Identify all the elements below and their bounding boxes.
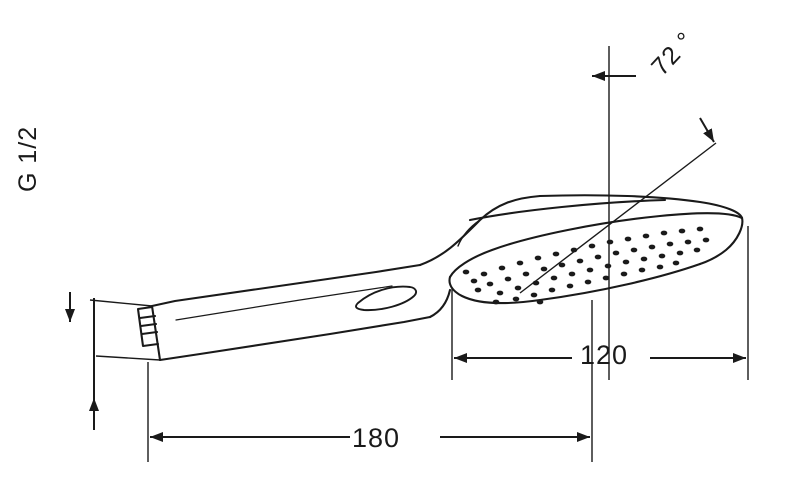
dimension-g-half-thread bbox=[65, 292, 99, 430]
dimension-label-thread: G 1/2 bbox=[14, 125, 42, 192]
dimension-label-180: 180 bbox=[352, 423, 401, 453]
dimension-label-120: 120 bbox=[580, 340, 629, 370]
construction-lines bbox=[89, 46, 749, 462]
spray-nozzle-pattern bbox=[462, 226, 710, 305]
dimension-72-degrees bbox=[592, 71, 715, 143]
shower-body-outline bbox=[136, 194, 744, 362]
